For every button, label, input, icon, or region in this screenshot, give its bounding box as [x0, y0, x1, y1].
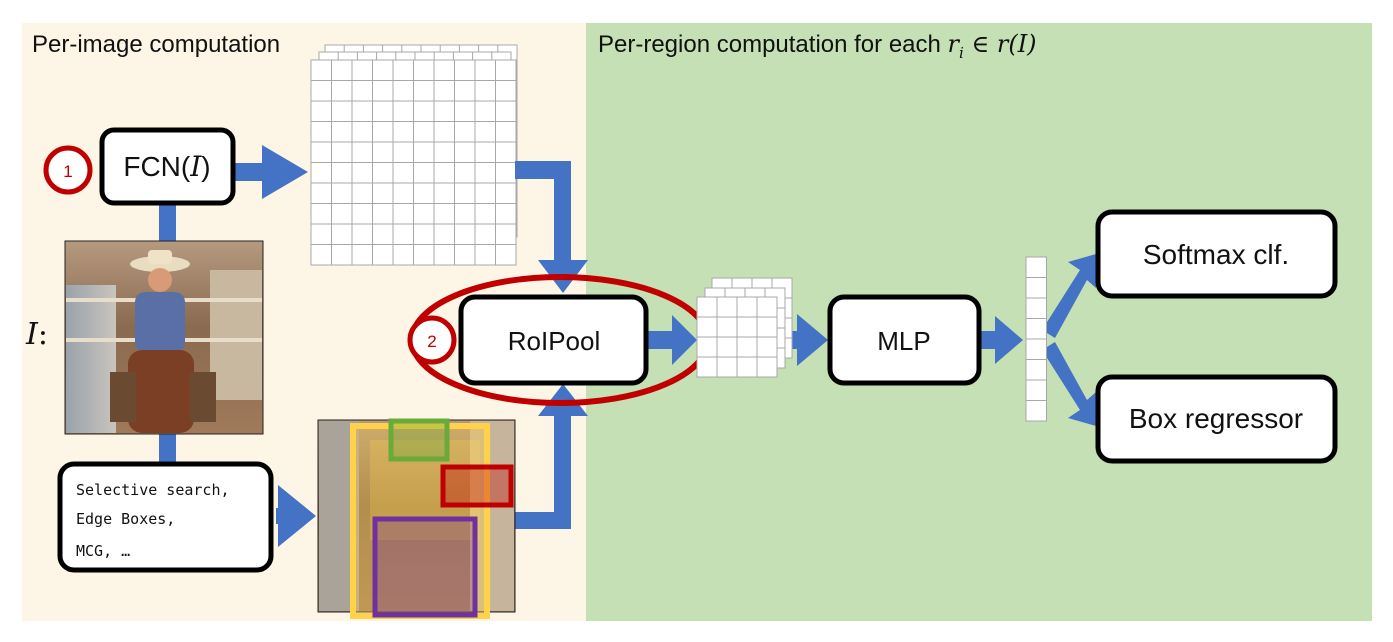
input-image-saddle [110, 372, 136, 422]
input-image-fence-right [210, 270, 262, 400]
roi-box-red [440, 464, 514, 508]
mlp-label: MLP [877, 326, 930, 356]
roi-feature-front [696, 296, 778, 378]
arrow-vector-to-softmax [1042, 252, 1103, 338]
roipool-box [458, 294, 649, 386]
step-marker-1-ring [43, 145, 93, 195]
box-regressor-node: Box regressor [1095, 374, 1338, 464]
step-marker-2-ring [407, 315, 457, 365]
left-panel-title: Per-image computation [32, 31, 280, 58]
feature-vector [1025, 256, 1047, 422]
arrow-fcn-to-features-shaft [233, 163, 265, 181]
feature-map-front [310, 59, 517, 266]
arrow-roifeat-to-mlp-head [797, 314, 828, 366]
arrow-roipool-to-roifeat-shaft [646, 331, 676, 349]
step-marker-2: 2 [407, 315, 457, 365]
roi-box-purple [372, 516, 478, 618]
mlp-box [827, 294, 982, 386]
fcn-box [99, 127, 236, 206]
connector-fcn-to-image [159, 203, 176, 243]
input-image-hat-crown [148, 250, 172, 264]
input-image-horse [128, 350, 194, 433]
connector-image-to-proposals [159, 434, 176, 464]
input-image [64, 240, 264, 435]
proposal-methods-node: Selective search, Edge Boxes, MCG, … [57, 461, 274, 573]
arrow-mlp-to-vector-shaft [979, 331, 999, 349]
step-marker-1: 1 [43, 145, 93, 195]
fcn-node: FCN(I) [99, 127, 236, 206]
proposal-methods-line-3: MCG, … [76, 542, 130, 560]
proposal-methods-box [57, 461, 274, 573]
arrow-fcn-to-features-head [262, 145, 308, 199]
region-proposals-image [317, 418, 516, 619]
softmax-label: Softmax clf. [1143, 239, 1289, 270]
roipool-label: RoIPool [508, 326, 601, 356]
roi-box-green [388, 418, 450, 462]
input-image-saddle [190, 372, 216, 422]
input-image-shirt [135, 292, 185, 352]
right-panel-title: Per-region computation for each ri ∈ r(I… [598, 30, 1037, 62]
feature-map-stack [310, 44, 518, 266]
fcn-label: FCN(I) [123, 150, 210, 183]
arrow-vector-to-boxregressor [1042, 342, 1103, 428]
roipool-node: RoIPool [458, 294, 649, 386]
step-marker-2-label: 2 [427, 332, 436, 351]
roi-feature-stack [696, 277, 793, 378]
mlp-node: MLP [827, 294, 982, 386]
box-regressor-box [1095, 374, 1338, 464]
step-marker-1-label: 1 [63, 162, 72, 181]
arrow-roipool-to-roifeat-head [672, 315, 697, 365]
image-variable-label: I: [25, 317, 48, 352]
softmax-box [1095, 209, 1338, 299]
proposal-methods-line-1: Selective search, [76, 481, 230, 499]
arrow-rois-to-roipool-v [554, 410, 571, 529]
arrow-proposals-to-rois-head [278, 485, 316, 547]
box-regressor-label: Box regressor [1129, 403, 1303, 434]
arrow-features-to-roipool-v [554, 161, 571, 271]
arrow-mlp-to-vector-head [995, 316, 1023, 364]
connectors [159, 145, 1103, 547]
softmax-node: Softmax clf. [1095, 209, 1338, 299]
input-image-fence-left [66, 285, 116, 433]
input-image-face [148, 268, 172, 292]
proposal-methods-line-2: Edge Boxes, [76, 510, 175, 528]
